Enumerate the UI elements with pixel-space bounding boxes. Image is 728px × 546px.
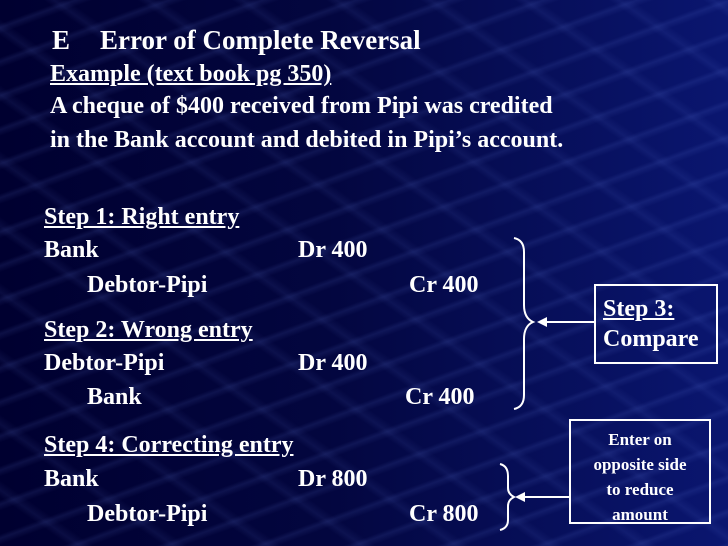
title-letter: E xyxy=(52,25,71,55)
step3-compare-label: Compare xyxy=(603,326,699,352)
note-line-3: to reduce xyxy=(606,480,674,499)
step4-credit-amount: Cr 800 xyxy=(409,501,479,527)
step1-debit-account: Bank xyxy=(44,237,99,263)
step2-heading: Step 2: Wrong entry xyxy=(44,317,253,343)
compare-arrow-head xyxy=(537,317,547,327)
note-box: Enter on opposite side to reduce amount xyxy=(569,419,711,524)
step1-credit-amount: Cr 400 xyxy=(409,272,479,298)
step2-credit-amount: Cr 400 xyxy=(405,384,475,410)
note-arrow-head xyxy=(515,492,525,502)
title-text: Error of Complete Reversal xyxy=(100,25,421,55)
note-line-2: opposite side xyxy=(593,455,687,474)
step1-credit-account: Debtor-Pipi xyxy=(87,272,208,298)
step4-debit-account: Bank xyxy=(44,466,99,492)
description-line-2: in the Bank account and debited in Pipi’… xyxy=(50,127,564,153)
step4-credit-account: Debtor-Pipi xyxy=(87,501,208,527)
step4-debit-amount: Dr 800 xyxy=(298,466,368,492)
step4-heading: Step 4: Correcting entry xyxy=(44,432,294,458)
step2-debit-account: Debtor-Pipi xyxy=(44,350,165,376)
step2-credit-account: Bank xyxy=(87,384,142,410)
step1-heading: Step 1: Right entry xyxy=(44,204,240,230)
step3-label: Step 3: xyxy=(603,296,675,322)
description-line-1: A cheque of $400 received from Pipi was … xyxy=(50,93,553,119)
compare-brace xyxy=(513,237,536,410)
step1-debit-amount: Dr 400 xyxy=(298,237,368,263)
step2-debit-amount: Dr 400 xyxy=(298,350,368,376)
note-line-4: amount xyxy=(612,505,668,524)
note-line-1: Enter on xyxy=(608,430,672,449)
example-reference: Example (text book pg 350) xyxy=(50,61,332,87)
correcting-brace xyxy=(499,463,517,531)
slide-title: E Error of Complete Reversal xyxy=(52,25,421,56)
step3-compare-box: Step 3: Compare xyxy=(594,284,718,364)
